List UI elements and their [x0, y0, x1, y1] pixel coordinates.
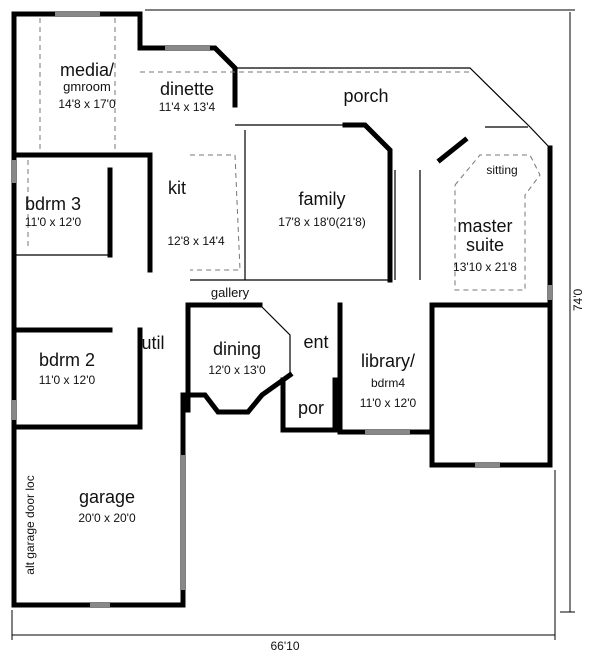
walls — [11, 11, 553, 608]
kit-size: 12'8 x 14'4 — [167, 234, 225, 248]
media-label: media/ — [60, 60, 114, 80]
dimension-lines — [11, 9, 575, 640]
bdrm2-size: 11'0 x 12'0 — [39, 373, 96, 387]
util-label: util — [141, 333, 164, 353]
bdrm3-size: 11'0 x 12'0 — [25, 215, 82, 229]
por-label: por — [298, 398, 324, 418]
porch-label: porch — [343, 86, 388, 106]
dining-label: dining — [213, 339, 261, 359]
library-size: 11'0 x 12'0 — [360, 396, 417, 410]
master-label: master — [457, 216, 512, 236]
width-dimension: 66'10 — [271, 639, 300, 653]
kit-label: kit — [168, 178, 186, 198]
library-label: library/ — [361, 351, 415, 371]
garage-size: 20'0 x 20'0 — [78, 511, 136, 525]
gallery-label: gallery — [211, 285, 250, 300]
alt-garage-door-note: alt garage door loc — [23, 475, 37, 574]
garage-label: garage — [79, 487, 135, 507]
depth-dimension: 74'0 — [571, 289, 585, 312]
library-sub-label: bdrm4 — [371, 376, 405, 390]
dining-size: 12'0 x 13'0 — [208, 363, 266, 377]
sitting-label: sitting — [486, 163, 517, 177]
bdrm2-label: bdrm 2 — [39, 350, 95, 370]
windows — [12, 12, 552, 607]
master-size: 13'10 x 21'8 — [453, 260, 517, 274]
bdrm3-label: bdrm 3 — [25, 194, 81, 214]
family-size: 17'8 x 18'0(21'8) — [278, 215, 366, 229]
media-sub-label: gmroom — [63, 79, 111, 94]
dinette-label: dinette — [160, 79, 214, 99]
dashed-outlines — [27, 18, 541, 291]
media-size: 14'8 x 17'0 — [58, 97, 116, 111]
master-sub-label: suite — [466, 235, 504, 255]
family-label: family — [298, 189, 345, 209]
ent-label: ent — [303, 332, 328, 352]
dinette-size: 11'4 x 13'4 — [159, 100, 216, 114]
room-labels: media/ gmroom 14'8 x 17'0 dinette 11'4 x… — [23, 60, 585, 653]
